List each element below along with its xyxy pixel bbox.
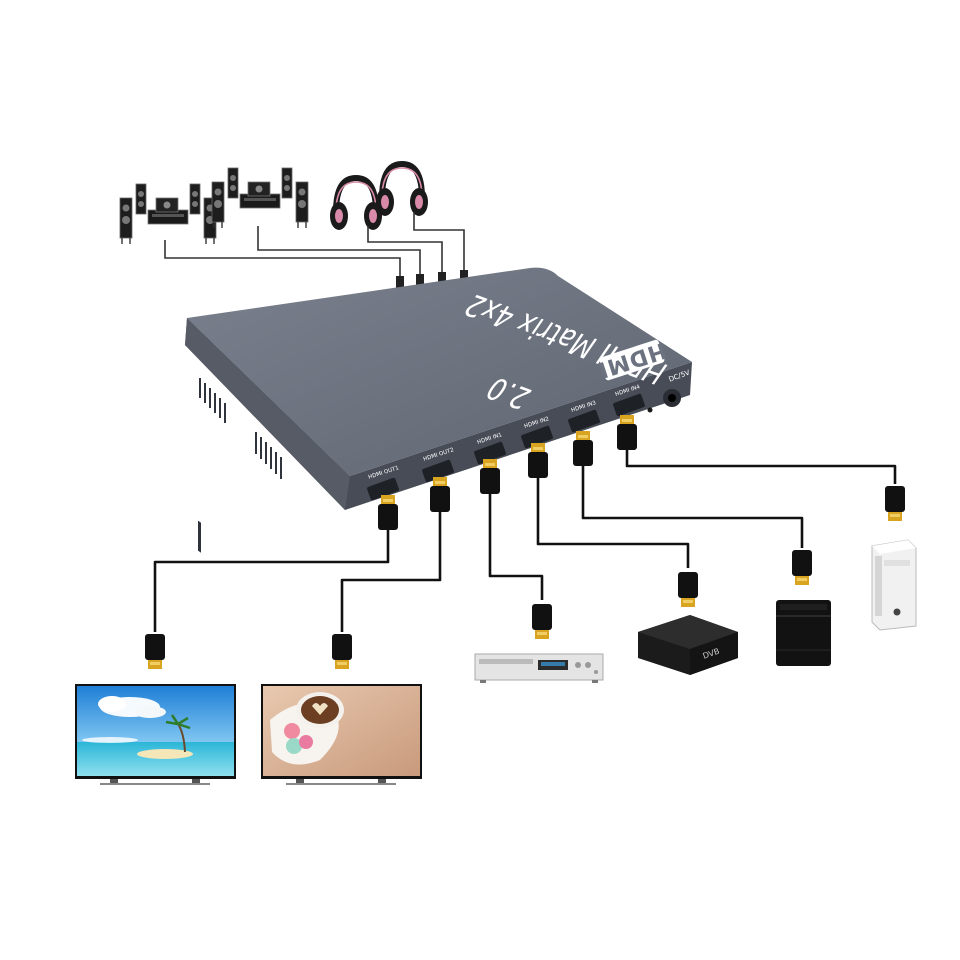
dvd-player-icon — [474, 653, 604, 683]
tv-1-icon — [75, 684, 236, 785]
game-console-icon — [776, 600, 831, 666]
hdmi-cables — [153, 448, 897, 632]
set-top-box-icon: DVB — [638, 615, 738, 675]
audio-cables — [164, 212, 468, 288]
speaker-system-1-icon — [119, 183, 217, 245]
hdmi-matrix-device: HDMI Matrix 4x2 HDMI 2.0 DC/5V HDMI OUT1… — [185, 267, 692, 553]
headphones-2-icon — [376, 164, 428, 216]
tv-2-icon — [261, 684, 422, 785]
pc-tower-icon — [871, 539, 917, 631]
speaker-system-2-icon — [211, 167, 309, 229]
headphones-1-icon — [330, 178, 382, 230]
